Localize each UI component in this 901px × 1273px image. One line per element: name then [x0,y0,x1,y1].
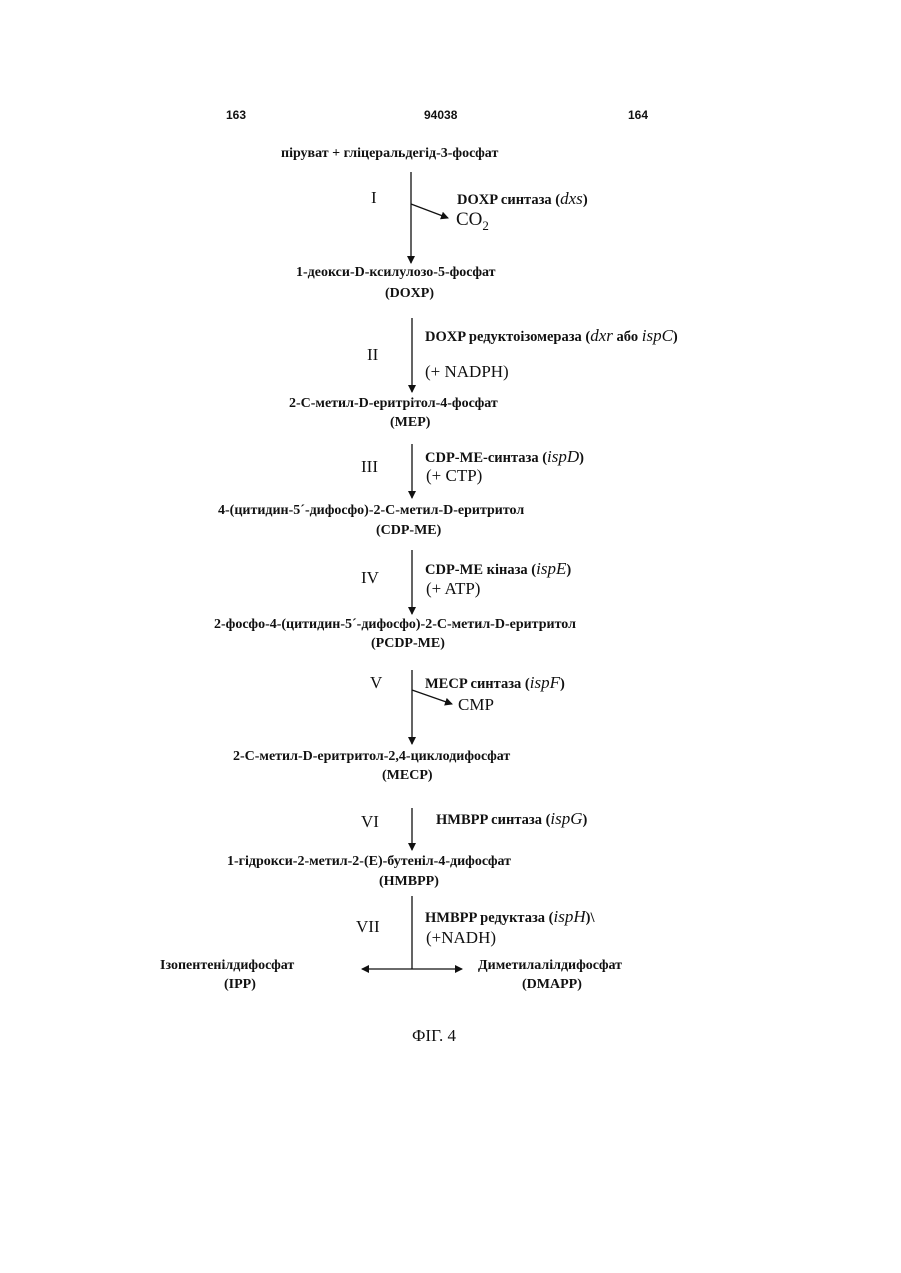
compound-ipp-name: Ізопентенілдифосфат [160,958,294,974]
cofactor-nadh: (+NADH) [426,928,496,948]
arrow-co2-release [411,204,448,218]
enzyme-label-4: CDP-ME кіназа (ispE) [425,559,571,579]
compound-pcdpme-abbr: (PCDP-ME) [371,636,445,652]
compound-mecp-name: 2-С-метил-D-еритритол-2,4-циклодифосфат [233,749,510,765]
compound-doxp-abbr: (DOXP) [385,286,434,302]
step-numeral-7: VII [356,917,380,937]
compound-doxp-name: 1-деокси-D-ксилулозо-5-фосфат [296,265,496,281]
enzyme-label-2: DOXP редуктоізомераза (dxr або ispC) [425,326,678,346]
cofactor-atp: (+ ATP) [426,579,480,599]
step-numeral-4: IV [361,568,379,588]
enzyme-label-1: DOXP синтаза (dxs) [457,189,588,209]
step-numeral-5: V [370,673,382,693]
cofactor-ctp: (+ CTP) [426,466,482,486]
compound-mep-name: 2-С-метил-D-еритрітол-4-фосфат [289,396,498,412]
compound-hmbpp-abbr: (HMBPP) [379,874,439,890]
compound-cdpme-name: 4-(цитидин-5´-дифосфо)-2-С-метил-D-еритр… [218,503,524,519]
compound-dmapp-abbr: (DMAPP) [522,977,582,993]
compound-ipp-abbr: (IPP) [224,977,256,993]
step-numeral-2: II [367,345,378,365]
compound-pyruvate-g3p: піруват + гліцеральдегід-3-фосфат [281,146,498,162]
byproduct-cmp: CMP [458,695,494,715]
step-numeral-3: III [361,457,378,477]
enzyme-label-5: MECP синтаза (ispF) [425,673,565,693]
compound-pcdpme-name: 2-фосфо-4-(цитидин-5´-дифосфо)-2-С-метил… [214,617,576,633]
compound-mecp-abbr: (MECP) [382,768,433,784]
enzyme-label-3: CDP-ME-синтаза (ispD) [425,447,584,467]
compound-hmbpp-name: 1-гідрокси-2-метил-2-(E)-бутеніл-4-дифос… [227,854,511,870]
enzyme-label-7: HMBPP редуктаза (ispH)\ [425,907,595,927]
step-numeral-1: I [371,188,377,208]
step-numeral-6: VI [361,812,379,832]
compound-dmapp-name: Диметилалілдифосфат [478,958,622,974]
cofactor-nadph: (+ NADPH) [425,362,509,382]
compound-cdpme-abbr: (CDP-ME) [376,523,441,539]
figure-label: ФІГ. 4 [412,1026,456,1046]
compound-mep-abbr: (MEP) [390,415,430,431]
byproduct-co2: CO2 [456,209,489,234]
enzyme-label-6: HMBPP синтаза (ispG) [436,809,587,829]
